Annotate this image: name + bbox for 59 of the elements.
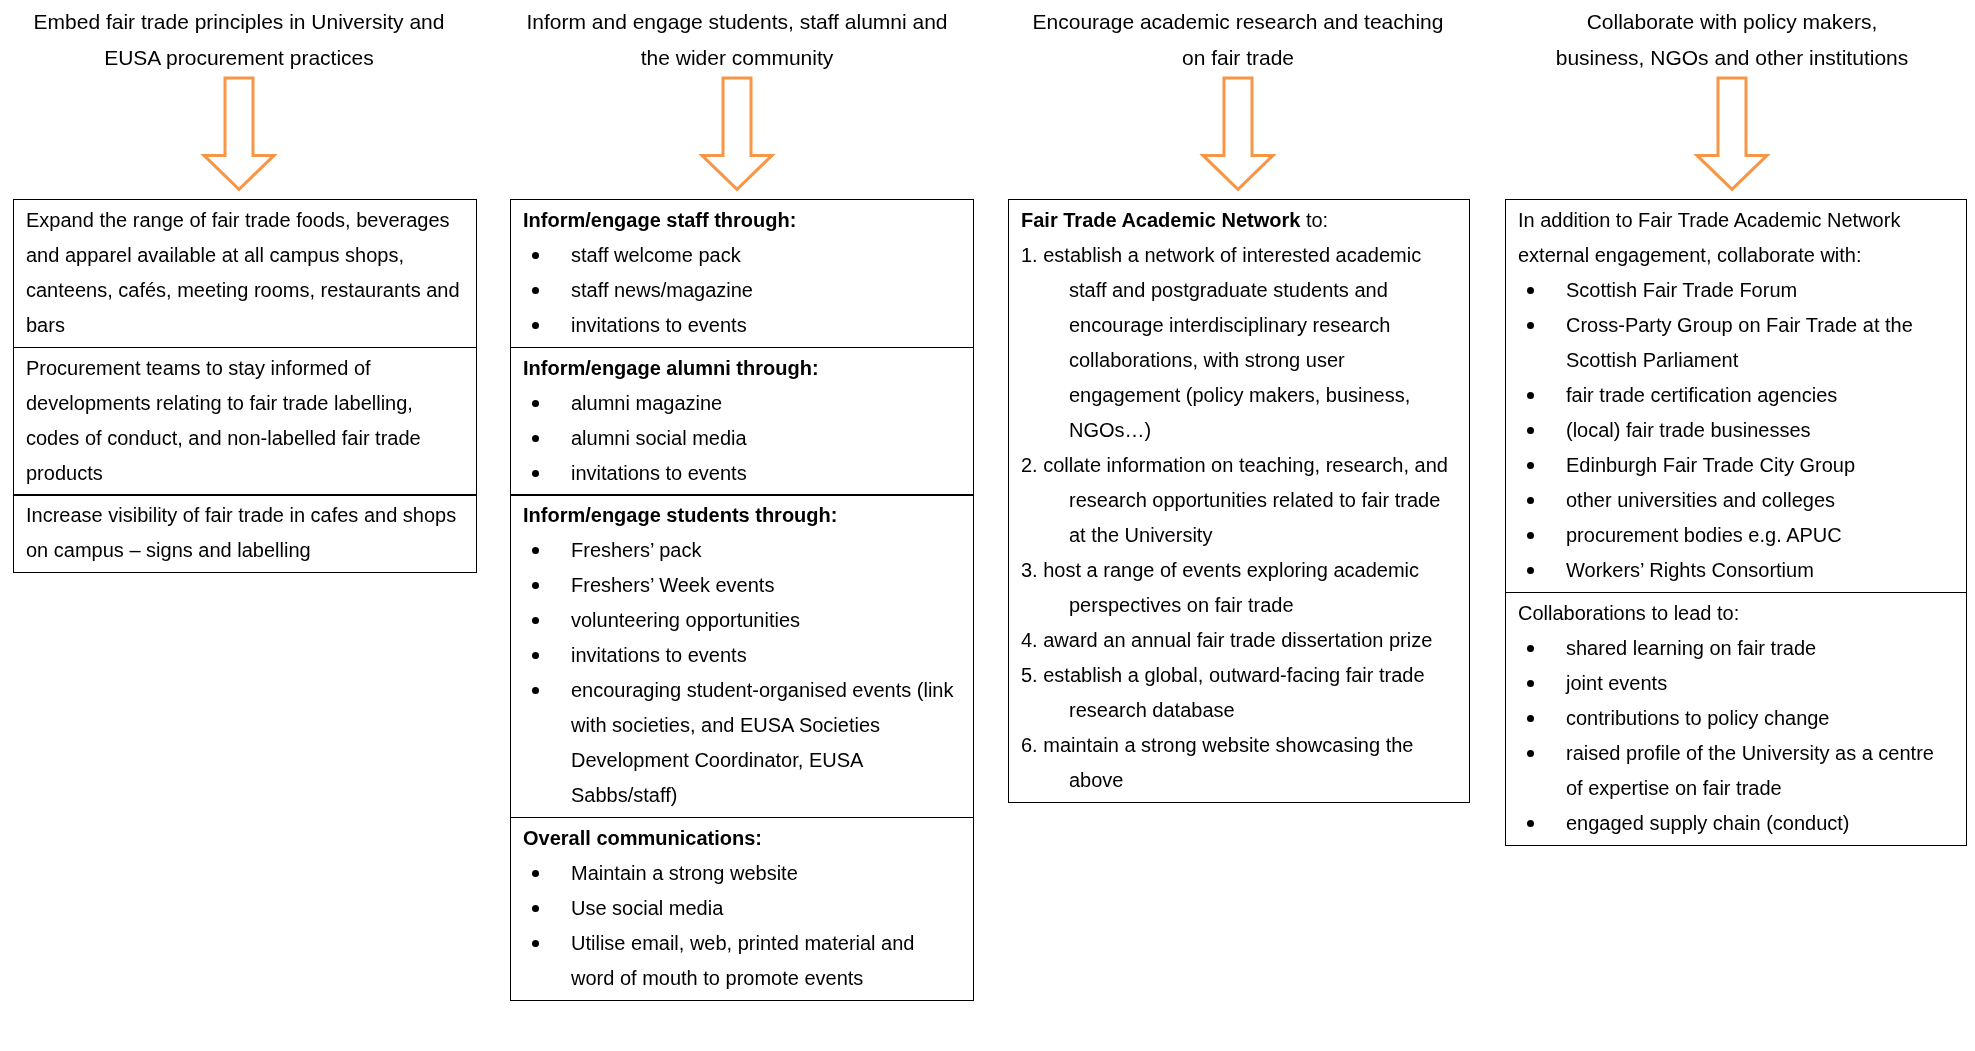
content-box [510, 199, 974, 349]
column-heading: Embed fair trade principles in University and EUSA procurement practices [14, 4, 464, 76]
column-heading: Encourage academic research and teaching on fair trade [1028, 4, 1448, 76]
content-box [1505, 591, 1967, 846]
list-item: invitations to events [523, 455, 961, 491]
column-heading: Inform and engage students, staff alumni and the wider community [522, 4, 952, 76]
block-arrow [200, 76, 278, 192]
block-arrow [1693, 76, 1771, 192]
list-item: fair trade certification agencies [1518, 378, 1954, 414]
list-item: 5. establish a global, outward-facing fair trade research database [1021, 663, 1426, 724]
content-box [13, 346, 477, 496]
paragraph: Increase visibility of fair trade in cafes and shops on campus – signs and labelling [26, 503, 458, 564]
box-heading: Inform/engage students through: [523, 503, 839, 529]
list-item: Freshers’ Week events [523, 568, 961, 604]
list-item: Scottish Fair Trade Forum [1518, 273, 1954, 309]
list-item: Freshers’ pack [523, 533, 961, 569]
list-item: staff welcome pack [523, 238, 961, 274]
list-item: 4. award an annual fair trade dissertation prize [1021, 628, 1434, 654]
list-item: Workers’ Rights Consortium [1518, 553, 1954, 589]
column-heading: Collaborate with policy makers, business, NGOs and other institutions [1542, 4, 1922, 76]
block-arrow [698, 76, 776, 192]
box-heading: Inform/engage alumni through: [523, 355, 820, 381]
box-heading: Overall communications: [523, 825, 763, 851]
list-item: Utilise email, web, printed material and word of mouth to promote events [523, 925, 961, 996]
list-item: procurement bodies e.g. APUC [1518, 518, 1954, 554]
block-arrow [1199, 76, 1277, 192]
list-item: staff news/magazine [523, 273, 961, 309]
paragraph: In addition to Fair Trade Academic Network external engagement, collaborate with: [1518, 208, 1902, 269]
list-item: 3. host a range of events exploring academic perspectives on fair trade [1021, 558, 1421, 619]
list-item: other universities and colleges [1518, 483, 1954, 519]
list-item: alumni magazine [523, 385, 961, 421]
content-box [1008, 199, 1470, 804]
list-item: joint events [1518, 665, 1954, 701]
list-item: 6. maintain a strong website showcasing the above [1021, 733, 1415, 794]
content-box [510, 816, 974, 1001]
list-item: Use social media [523, 890, 961, 926]
paragraph: Collaborations to lead to: [1518, 600, 1741, 626]
paragraph: Fair Trade Academic Network to: [1021, 208, 1330, 234]
list-item: 1. establish a network of interested academic staff and postgraduate students and encourage interdisciplinary research collaborations, with strong user engagement (policy makers, business, NGOs…) [1021, 243, 1423, 444]
content-box [13, 494, 477, 574]
list-item: Edinburgh Fair Trade City Group [1518, 448, 1954, 484]
list-item: shared learning on fair trade [1518, 630, 1954, 666]
list-item: Maintain a strong website [523, 855, 961, 891]
paragraph: Procurement teams to stay informed of developments relating to fair trade labelling, codes of conduct, and non-labelled fair trade products [26, 355, 422, 486]
list-item: (local) fair trade businesses [1518, 413, 1954, 449]
content-box [510, 346, 974, 496]
list-item: volunteering opportunities [523, 603, 961, 639]
list-item: contributions to policy change [1518, 700, 1954, 736]
list-item: alumni social media [523, 420, 961, 456]
list-item: encouraging student-organised events (link with societies, and EUSA Societies Development Coordinator, EUSA Sabbs/staff) [523, 673, 961, 814]
paragraph: Expand the range of fair trade foods, beverages and apparel available at all campus shops, canteens, cafés, meeting rooms, restaurants and bars [26, 208, 461, 339]
content-box [1505, 199, 1967, 594]
list-item: invitations to events [523, 308, 961, 344]
box-heading: Inform/engage staff through: [523, 208, 798, 234]
list-item: engaged supply chain (conduct) [1518, 805, 1954, 841]
list-item: 2. collate information on teaching, research, and research opportunities related to fair trade at the University [1021, 453, 1449, 549]
list-item: invitations to events [523, 638, 961, 674]
content-box [510, 494, 974, 819]
content-box [13, 199, 477, 349]
